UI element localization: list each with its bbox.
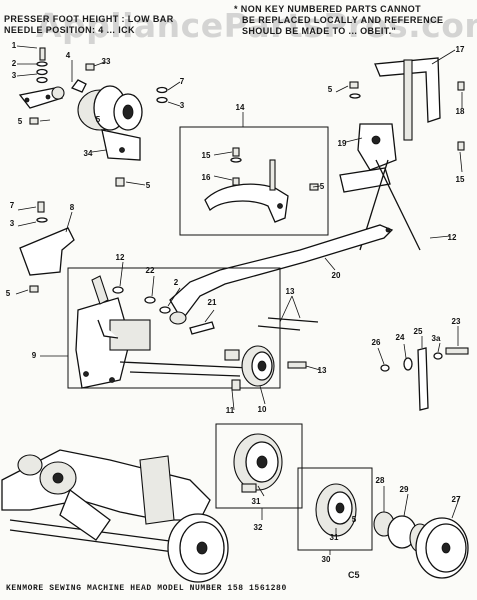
- part-callout-3a: 3a: [432, 334, 441, 343]
- part-callout-3: 3: [180, 101, 185, 110]
- part-callout-9: 9: [32, 351, 37, 360]
- header-left-line-1: PRESSER FOOT HEIGHT : LOW BAR: [4, 14, 174, 24]
- part-callout-3: 3: [10, 219, 15, 228]
- part-callout-28: 28: [376, 476, 385, 485]
- part-callout-12: 12: [448, 233, 457, 242]
- part-callout-5: 5: [6, 289, 11, 298]
- header-right-line-3: SHOULD BE MADE TO ... OBEIT.": [242, 26, 397, 36]
- small-hardware: [112, 286, 319, 335]
- header-right-line-2: BE REPLACED LOCALLY AND REFERENCE: [242, 15, 444, 25]
- part-callout-7: 7: [10, 201, 15, 210]
- part-callout-18: 18: [456, 107, 465, 116]
- part-callout-22: 22: [146, 266, 155, 275]
- part-callout-4: 4: [66, 51, 71, 60]
- part-callout-27: 27: [452, 495, 461, 504]
- part-callout-5: 5: [18, 117, 23, 126]
- part-callout-5: 5: [96, 115, 101, 124]
- zigzag-mechanism-assembly: [19, 201, 307, 391]
- part-callout-1: 1: [12, 41, 17, 50]
- part-callout-5: 5: [352, 515, 357, 524]
- page-code: C5: [348, 570, 360, 580]
- part-callout-2: 2: [12, 59, 17, 68]
- part-callout-7: 7: [180, 77, 185, 86]
- part-callout-17: 17: [456, 45, 465, 54]
- part-callout-29: 29: [400, 485, 409, 494]
- footer-model-line: KENMORE SEWING MACHINE HEAD MODEL NUMBER…: [6, 584, 287, 593]
- part-callout-5: 5: [328, 85, 333, 94]
- cam-stack-group: [215, 423, 303, 509]
- part-callout-5: 5: [320, 182, 325, 191]
- stitch-selector-knob: [373, 511, 469, 579]
- part-callout-2: 2: [174, 278, 179, 287]
- pattern-cam-dial: [297, 467, 373, 551]
- part-callout-31: 31: [252, 497, 261, 506]
- part-callout-11: 11: [226, 406, 235, 415]
- part-callout-21: 21: [208, 298, 217, 307]
- part-callout-8: 8: [70, 203, 75, 212]
- part-callout-23: 23: [452, 317, 461, 326]
- part-callout-31: 31: [330, 533, 339, 542]
- part-callout-3: 3: [12, 71, 17, 80]
- part-callout-34: 34: [84, 149, 93, 158]
- part-callout-13: 13: [286, 287, 295, 296]
- part-callout-32: 32: [254, 523, 263, 532]
- machine-head-assembly-view: [1, 449, 229, 583]
- part-callout-16: 16: [202, 173, 211, 182]
- presser-bar-bracket: [339, 57, 465, 251]
- part-callout-14: 14: [236, 103, 245, 112]
- part-callout-20: 20: [332, 271, 341, 280]
- part-callout-15: 15: [456, 175, 465, 184]
- bobbin-winder-assembly: [18, 47, 168, 187]
- part-callout-12: 12: [116, 253, 125, 262]
- part-callout-5: 5: [146, 181, 151, 190]
- part-callout-13: 13: [318, 366, 327, 375]
- part-callout-26: 26: [372, 338, 381, 347]
- header-right-line-1: * NON KEY NUMBERED PARTS CANNOT: [234, 4, 422, 14]
- part-callout-15: 15: [202, 151, 211, 160]
- right-bracket-parts: [380, 347, 469, 411]
- part-callout-33: 33: [102, 57, 111, 66]
- part-callout-19: 19: [338, 139, 347, 148]
- part-callout-10: 10: [258, 405, 267, 414]
- part-callout-30: 30: [322, 555, 331, 564]
- lever-arm: [169, 224, 394, 325]
- header-left-line-2: NEEDLE POSITION: 4 ... ICK: [4, 25, 135, 35]
- part-callout-24: 24: [396, 333, 405, 342]
- part-callout-25: 25: [414, 327, 423, 336]
